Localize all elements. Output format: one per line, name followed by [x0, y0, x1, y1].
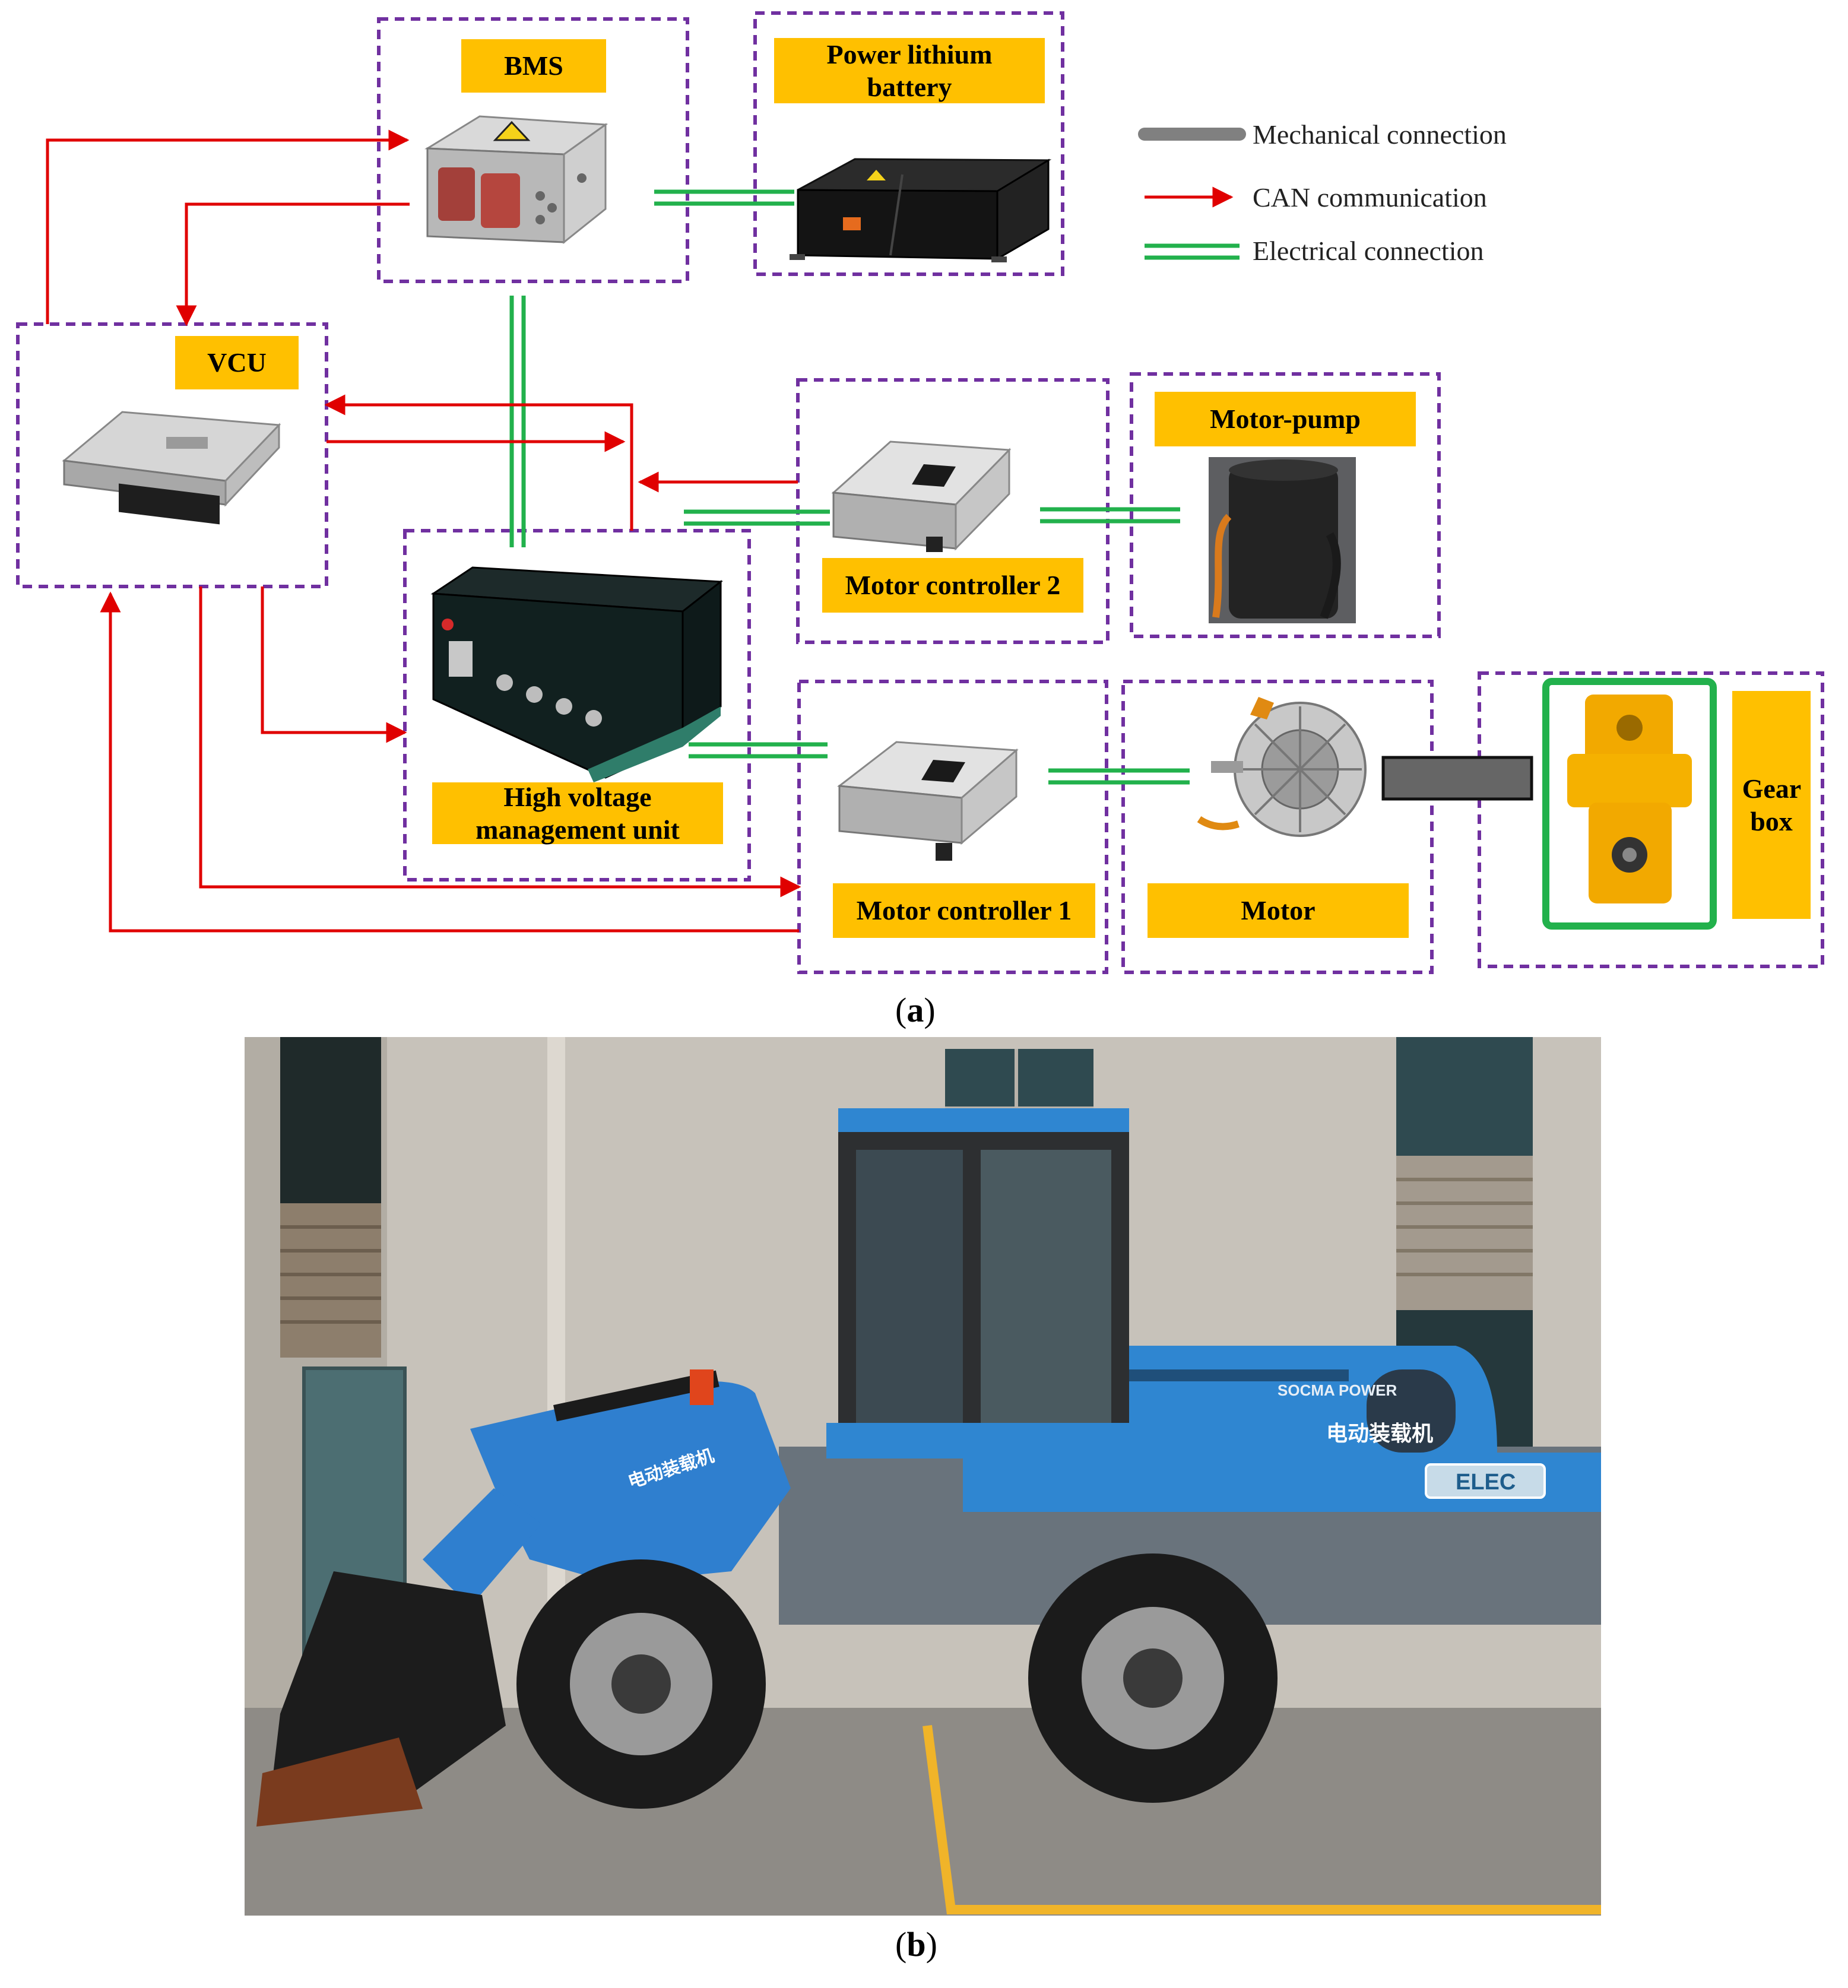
- legend-electrical-label: Electrical connection: [1253, 236, 1484, 266]
- label-motor-controller-2: Motor controller 2: [822, 558, 1083, 613]
- legend-mechanical-label: Mechanical connection: [1253, 119, 1507, 150]
- label-motor: Motor: [1148, 883, 1409, 938]
- label-motor-pump: Motor-pump: [1155, 392, 1416, 446]
- motor-controller-2-image: [831, 440, 1012, 552]
- caption-b: (b): [895, 1925, 937, 1964]
- caption-b-letter: b: [906, 1925, 926, 1964]
- motor-box: [1121, 680, 1434, 974]
- caption-a-letter: a: [906, 991, 924, 1029]
- can-bms-to-vcu: [176, 202, 410, 326]
- electrical-bms-hvmu: [509, 296, 526, 547]
- can-vcu-to-bms: [46, 129, 410, 324]
- electrical-hvmu-mc1: [689, 742, 828, 759]
- motor-image: [1197, 697, 1367, 837]
- front-wheel: [516, 1559, 766, 1809]
- mechanical-motor-gearbox: [1381, 756, 1533, 801]
- legend-electrical-symbol: [1145, 243, 1240, 260]
- motor-controller-1-box: [797, 680, 1108, 974]
- loader-photo: SOCMA POWER 电动装载机 电动装载机 ELEC: [245, 1037, 1601, 1916]
- legend-symbols: [1138, 128, 1246, 260]
- caption-a: (a): [895, 991, 936, 1029]
- can-vcu-to-mc1: [199, 586, 801, 898]
- loader-vehicle: [256, 1108, 1601, 1827]
- motor-controller-1-image: [837, 741, 1019, 861]
- electrical-bms-battery: [654, 189, 794, 206]
- system-diagram: BMS Power lithium battery VCU Motor-pump…: [16, 11, 1824, 974]
- electrical-hvmu-mc2: [684, 509, 830, 526]
- side-chinese-text: 电动装载机: [1326, 1422, 1433, 1446]
- label-gearbox: Gear box: [1732, 691, 1811, 919]
- motor-pump-image: [1209, 457, 1356, 623]
- label-battery: Power lithium battery: [774, 38, 1045, 103]
- hvmu-box: [403, 529, 751, 882]
- label-vcu: VCU: [175, 336, 299, 389]
- loader-photo-canvas: SOCMA POWER 电动装载机 电动装载机 ELEC: [245, 1037, 1601, 1916]
- gearbox-image: [1542, 678, 1717, 930]
- label-hvmu: High voltage management unit: [432, 782, 723, 845]
- electrical-mc1-motor: [1048, 768, 1190, 785]
- vcu-ecu-image: [62, 411, 281, 525]
- can-mc1-to-vcu: [100, 591, 799, 933]
- bms-box: [377, 17, 689, 283]
- legend-can-label: CAN communication: [1253, 182, 1487, 213]
- rear-wheel: [1028, 1553, 1278, 1803]
- label-bms: BMS: [461, 39, 606, 93]
- cab-brand-text: SOCMA POWER: [1278, 1381, 1397, 1399]
- electrical-mc2-pump: [1040, 507, 1180, 524]
- gearbox-box: [1478, 671, 1824, 968]
- label-motor-controller-1: Motor controller 1: [833, 883, 1095, 938]
- hvmu-device-image: [430, 566, 724, 782]
- diagram-canvas: [16, 11, 1824, 974]
- can-hvmu-to-vcu: [324, 394, 633, 531]
- battery-pack-image: [790, 158, 1052, 262]
- vcu-box: [16, 322, 328, 588]
- motor-pump-box: [1130, 372, 1441, 638]
- battery-box: [753, 11, 1064, 276]
- can-vcu-to-hvmu: [261, 586, 407, 743]
- logo-text: ELEC: [1456, 1470, 1516, 1495]
- bms-device-image: [424, 115, 608, 245]
